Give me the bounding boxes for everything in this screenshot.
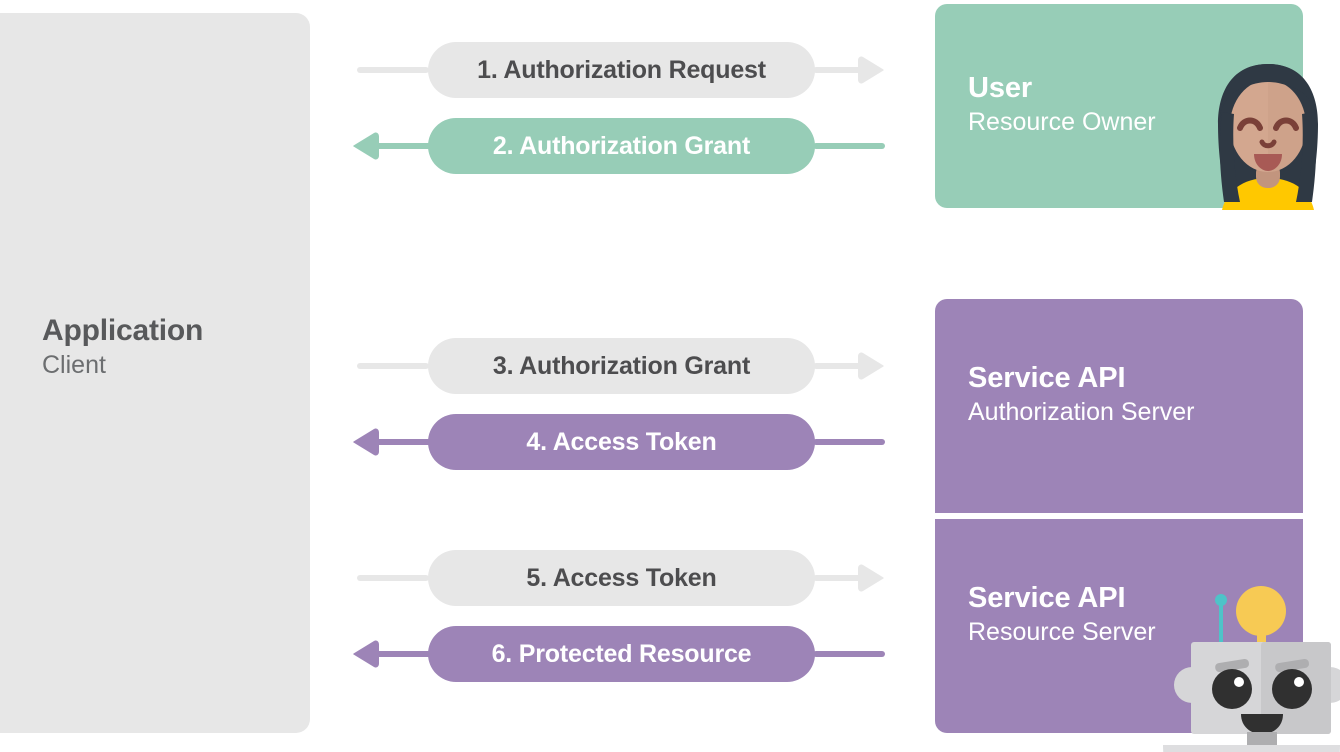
- flow-row-4: 4. Access Token: [348, 414, 893, 470]
- flow-1-stem-left: [357, 67, 429, 73]
- entity-card-user: User Resource Owner: [935, 4, 1303, 208]
- arrow-left-icon: [353, 640, 379, 668]
- application-title: Application: [42, 314, 204, 347]
- flow-4-pill[interactable]: 4. Access Token: [428, 414, 815, 470]
- flow-3-pill[interactable]: 3. Authorization Grant: [428, 338, 815, 394]
- flow-5-label: 5. Access Token: [526, 563, 717, 592]
- arrow-right-icon: [858, 352, 884, 380]
- entity-card-authorization-server: Service API Authorization Server: [935, 299, 1303, 513]
- entity-resource-server-subtitle: Resource Server: [968, 618, 1156, 647]
- arrow-left-icon: [353, 132, 379, 160]
- arrow-right-icon: [858, 56, 884, 84]
- flow-2-stem-left: [376, 143, 432, 149]
- entity-resource-server-labels: Service API Resource Server: [968, 582, 1156, 647]
- flow-3-stem-right: [813, 363, 875, 369]
- entity-resource-server-title: Service API: [968, 582, 1126, 614]
- arrow-left-icon: [353, 428, 379, 456]
- flow-6-label: 6. Protected Resource: [491, 639, 752, 668]
- flow-5-stem-left: [357, 575, 429, 581]
- arrow-right-icon: [858, 564, 884, 592]
- flow-row-6: 6. Protected Resource: [348, 626, 893, 682]
- application-subtitle: Client: [42, 351, 106, 380]
- flow-4-stem-right: [813, 439, 885, 445]
- entity-authorization-server-subtitle: Authorization Server: [968, 398, 1195, 427]
- flow-1-stem-right: [813, 67, 875, 73]
- entity-user-title: User: [968, 72, 1033, 104]
- flow-row-5: 5. Access Token: [348, 550, 893, 606]
- flow-3-stem-left: [357, 363, 429, 369]
- flow-5-stem-right: [813, 575, 875, 581]
- flow-4-label: 4. Access Token: [526, 427, 717, 456]
- flow-row-3: 3. Authorization Grant: [348, 338, 893, 394]
- entity-user-labels: User Resource Owner: [968, 72, 1156, 137]
- flow-1-label: 1. Authorization Request: [477, 55, 766, 84]
- flow-2-stem-right: [813, 143, 885, 149]
- flow-6-stem-left: [376, 651, 432, 657]
- entity-authorization-server-title: Service API: [968, 362, 1126, 394]
- entity-authorization-server-labels: Service API Authorization Server: [968, 362, 1195, 427]
- flow-4-stem-left: [376, 439, 432, 445]
- entity-card-resource-server: Service API Resource Server: [935, 519, 1303, 733]
- flow-2-label: 2. Authorization Grant: [492, 131, 751, 160]
- flow-5-pill[interactable]: 5. Access Token: [428, 550, 815, 606]
- entity-user-subtitle: Resource Owner: [968, 108, 1156, 137]
- flow-6-pill[interactable]: 6. Protected Resource: [428, 626, 815, 682]
- flow-1-pill[interactable]: 1. Authorization Request: [428, 42, 815, 98]
- application-client-labels: Application Client: [42, 313, 292, 380]
- flow-6-stem-right: [813, 651, 885, 657]
- flow-2-pill[interactable]: 2. Authorization Grant: [428, 118, 815, 174]
- flow-row-2: 2. Authorization Grant: [348, 118, 893, 174]
- flow-3-label: 3. Authorization Grant: [492, 351, 751, 380]
- application-client-panel: Application Client: [0, 13, 310, 733]
- flow-row-1: 1. Authorization Request: [348, 42, 893, 98]
